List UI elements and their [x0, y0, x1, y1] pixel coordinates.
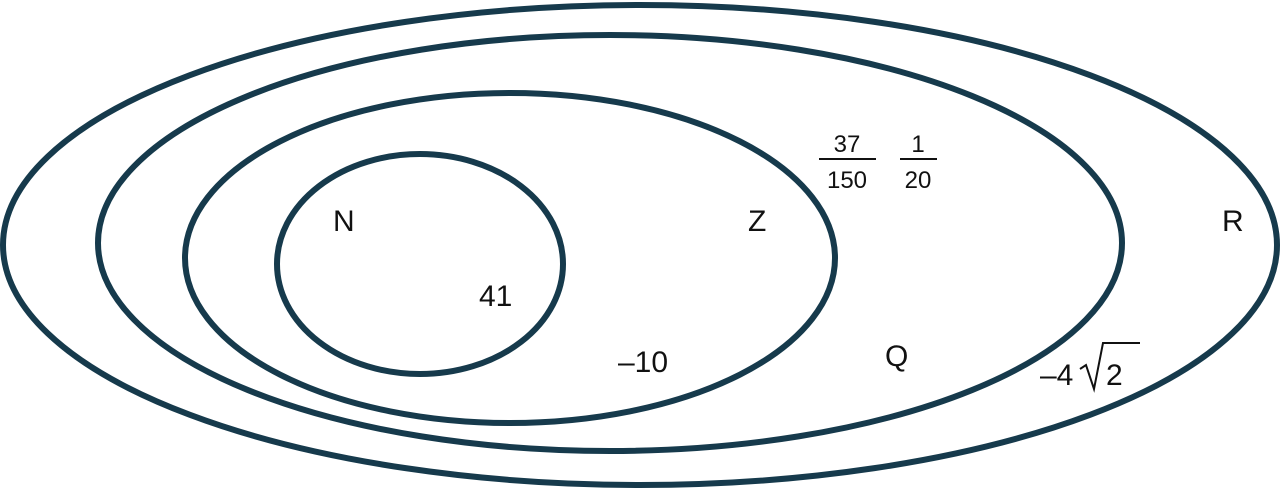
fraction-numerator: 1: [911, 131, 924, 158]
integers-set-ellipse: [182, 90, 838, 426]
fraction-numerator: 37: [834, 131, 861, 158]
naturals-set-ellipse: [274, 151, 566, 377]
reals-label: R: [1222, 205, 1244, 238]
member-neg-10: –10: [618, 346, 668, 379]
member-neg-4-sqrt-2: –4 2: [1040, 342, 1140, 393]
fraction-denominator: 20: [905, 167, 932, 194]
fraction-denominator: 150: [827, 167, 867, 194]
rationals-set-ellipse: [95, 32, 1125, 454]
naturals-label: N: [333, 205, 355, 238]
integers-label: Z: [748, 205, 766, 238]
radical-coefficient: –4: [1040, 359, 1073, 392]
radical-sign-icon: [1079, 342, 1140, 393]
member-fraction-1-20: 1 20: [900, 131, 937, 194]
rationals-label: Q: [885, 340, 908, 373]
radicand: 2: [1106, 359, 1123, 392]
member-fraction-37-150: 37 150: [819, 131, 876, 194]
member-41: 41: [479, 280, 512, 313]
